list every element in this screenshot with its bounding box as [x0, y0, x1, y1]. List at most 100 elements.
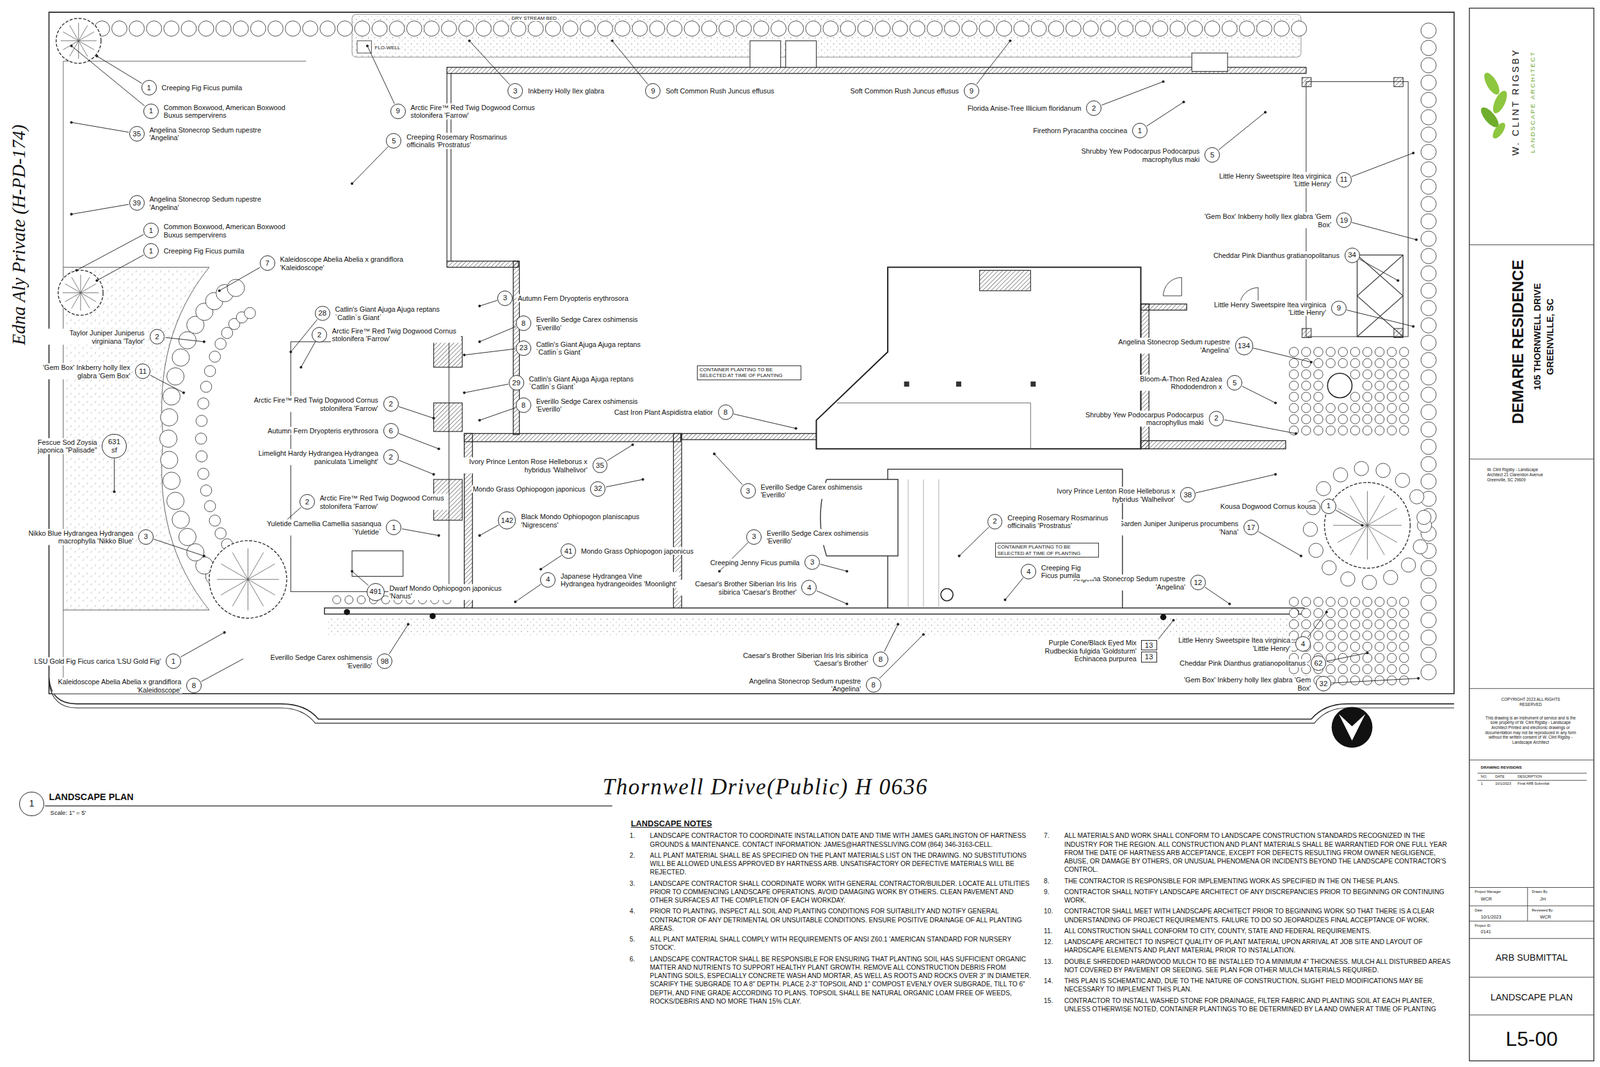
callout-number: 62 — [1314, 659, 1323, 668]
note-row: 2.ALL PLANT MATERIAL SHALL BE AS SPECIFI… — [629, 851, 1039, 877]
shrub-symbol — [1399, 675, 1409, 685]
table-cell: 0141 — [1479, 929, 1493, 936]
leader-line — [1359, 259, 1398, 281]
shrub-symbol — [204, 365, 216, 377]
shrub-symbol — [195, 415, 208, 427]
leader-line — [398, 460, 434, 475]
plant-label: Limelight Hardy Hydrangea Hydrangea pani… — [249, 449, 380, 466]
logo-leaf — [1490, 120, 1508, 141]
note-number: 2. — [629, 851, 651, 877]
tree-branch — [80, 292, 81, 311]
plant-label: Garden Juniper Juniperus procumbens 'Nan… — [1109, 519, 1240, 536]
shrub-symbol — [1274, 21, 1290, 37]
dry-stream-bed — [352, 14, 1302, 57]
tree-branch — [247, 563, 275, 580]
shrub-symbol — [232, 21, 249, 37]
shrub-symbol — [1256, 21, 1272, 37]
shrub-symbol — [857, 21, 873, 37]
shrub-symbol — [1420, 126, 1437, 143]
shrub-symbol — [1420, 248, 1437, 264]
note-row: 9.CONTRACTOR SHALL NOTIFY LANDSCAPE ARCH… — [1043, 887, 1453, 905]
shrub-symbol — [1420, 404, 1437, 420]
callout-circle: 38Ivory Prince Lenton Rose Helleborus x … — [1180, 487, 1196, 503]
leader-dot — [432, 472, 436, 476]
leader-dot — [202, 340, 206, 344]
leader-dot — [611, 39, 614, 43]
shrub-symbol — [1326, 597, 1336, 607]
plant-label: Arctic Fire™ Red Twig Dogwood Cornus sto… — [249, 396, 380, 413]
leader-line — [464, 348, 516, 356]
shrub-symbol — [979, 21, 995, 37]
note-row: 15.CONTRACTOR TO INSTALL WASHED STONE FO… — [1043, 996, 1453, 1014]
callout-circle: 3Nikko Blue Hydrangea Hydrangea macrophy… — [138, 529, 154, 545]
shrub-symbol — [129, 21, 145, 37]
shrub-symbol — [1362, 608, 1372, 618]
leader-dot — [1325, 610, 1328, 614]
tree-branch — [78, 32, 95, 41]
column — [1301, 77, 1311, 87]
callout-number: 5 — [1232, 378, 1237, 388]
tree-branch — [78, 40, 79, 59]
callout-circle: 2Arctic Fire™ Red Twig Dogwood Cornus st… — [299, 494, 315, 510]
leader-line — [606, 479, 644, 488]
callout-number: 8 — [871, 680, 876, 690]
fountain — [940, 588, 953, 601]
shrub-symbol — [160, 408, 178, 426]
shrub-symbol — [1221, 21, 1238, 37]
callout-circle: 8Angelina Stonecrop Sedum rupestre 'Ange… — [865, 677, 882, 693]
callout-number: 134 — [1237, 341, 1250, 351]
shrub-symbol — [1420, 577, 1437, 594]
callout-circle: 1Creeping Fig Ficus pumila — [141, 80, 157, 96]
shrub-symbol — [1326, 608, 1336, 618]
plant-label: Creeping Jenny Ficus pumila — [709, 558, 802, 566]
tree-branch — [1367, 508, 1397, 526]
shrub-symbol — [1362, 347, 1372, 357]
shrub-symbol — [357, 595, 366, 605]
shrub-symbol — [1374, 664, 1384, 674]
shrub-symbol — [1361, 575, 1376, 590]
tree-branch — [78, 23, 79, 41]
plant-label: Everillo Sedge Carex oshimensis 'Everill… — [765, 528, 896, 545]
leader-dot — [462, 353, 466, 357]
leader-line — [479, 300, 498, 306]
table-cell: Date — [1473, 908, 1484, 913]
planter — [433, 403, 463, 432]
project-address: GREENVILLE, SC — [1545, 296, 1557, 376]
shrub-symbol — [718, 21, 735, 37]
shrub-symbol — [1420, 57, 1437, 73]
leader-dot — [437, 447, 441, 450]
callout-number: 491 — [369, 587, 382, 596]
leader-dot — [1171, 618, 1175, 622]
shrub-symbol — [1399, 414, 1409, 424]
shrub-symbol — [562, 21, 578, 37]
plant-label: Creeping Rosemary Rosmarinus officinalis… — [405, 133, 536, 150]
note-row: 12.LANDSCAPE ARCHITECT TO INSPECT QUALIT… — [1043, 937, 1453, 955]
leader-line — [1253, 348, 1312, 363]
callout-number: 13 — [1141, 651, 1158, 663]
column — [1301, 328, 1311, 338]
column — [1393, 77, 1403, 87]
leader-dot — [794, 426, 798, 430]
callout-circle: 2Limelight Hardy Hydrangea Hydrangea pan… — [383, 449, 399, 465]
shrub-symbol — [874, 21, 891, 37]
shrub-symbol — [1362, 664, 1372, 674]
bench — [352, 551, 404, 577]
shrub-symbol — [649, 21, 665, 37]
shrub-symbol — [1374, 369, 1384, 379]
plant-label: Inkberry Holly Ilex glabra — [526, 87, 606, 95]
callout-circle: 3Inkberry Holly Ilex glabra — [507, 83, 523, 99]
note-number: 4. — [629, 906, 651, 933]
leader-dot — [70, 44, 73, 48]
callout-number: 2 — [154, 332, 159, 342]
shrub-symbol — [1338, 347, 1348, 357]
shrub-symbol — [1387, 358, 1397, 368]
shrub-symbol — [302, 21, 319, 37]
leader-dot — [299, 366, 303, 369]
shrub-symbol — [244, 307, 256, 319]
leader-line — [200, 657, 245, 682]
callout-number: 35 — [132, 129, 141, 139]
callout-number: 11 — [1340, 175, 1348, 184]
callout-number: 1 — [149, 106, 153, 116]
table-cell: NO. — [1479, 774, 1489, 779]
tree-branch — [247, 579, 249, 610]
